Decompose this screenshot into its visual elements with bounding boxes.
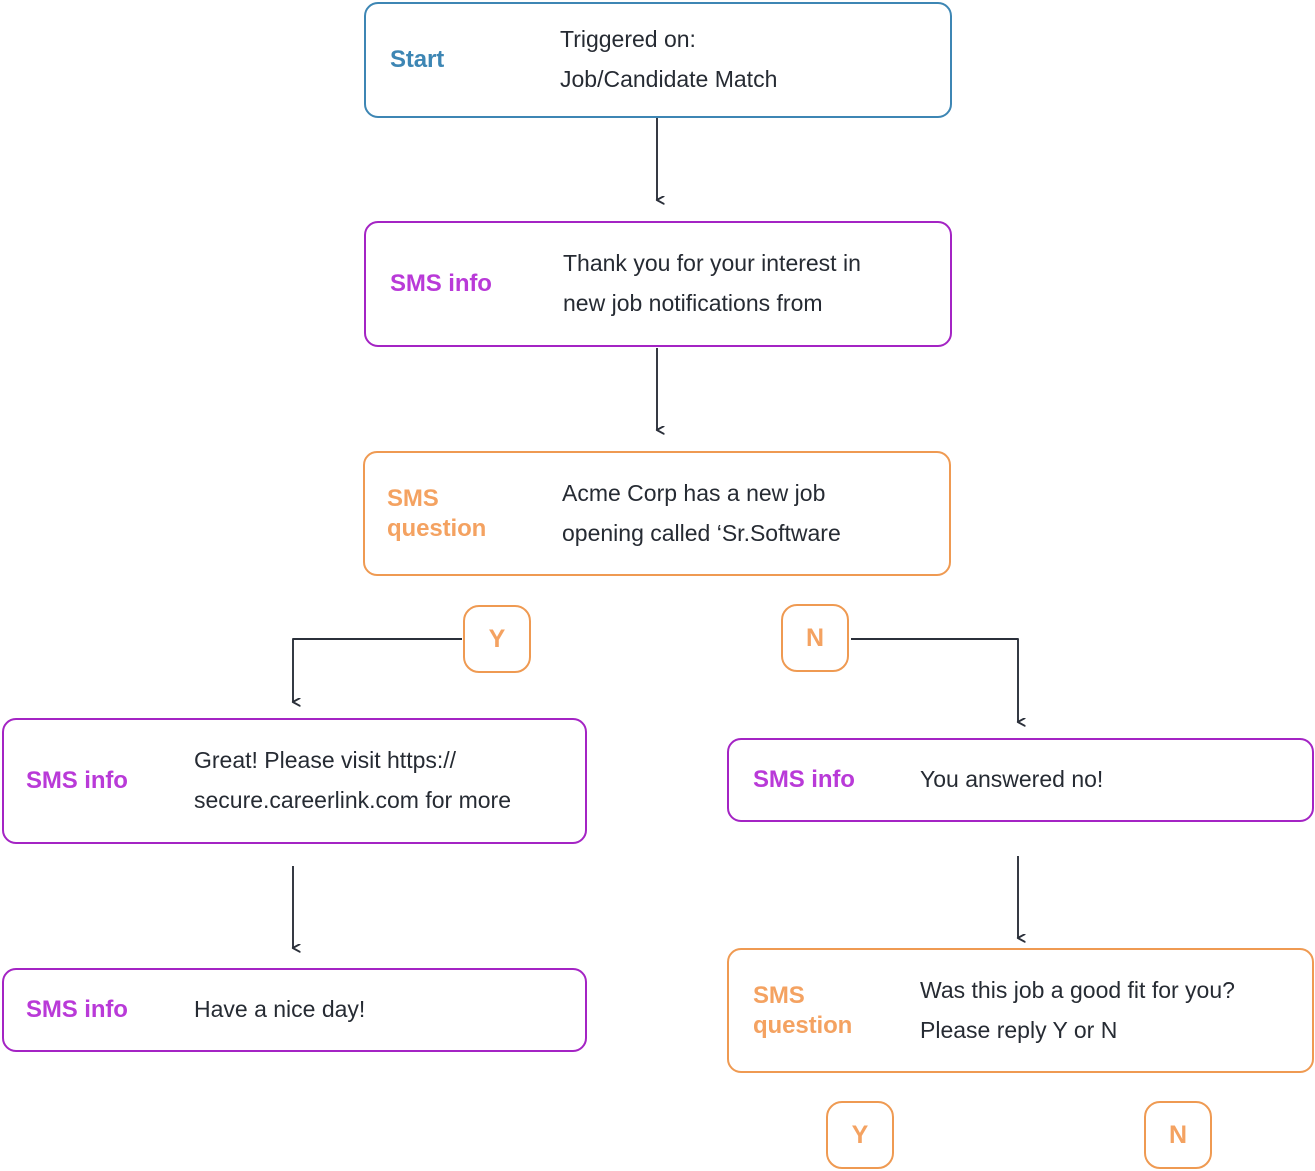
node-sms-info-answered-no-message: You answered no! — [920, 766, 1104, 793]
node-sms-question-job-message: Acme Corp has a new job opening called ‘… — [562, 479, 841, 546]
node-start[interactable]: Start Triggered on: Job/Candidate Match — [364, 2, 952, 118]
node-sms-info-link[interactable]: SMS info Great! Please visit https:// se… — [2, 718, 587, 844]
badge-branch-yes-top[interactable]: Y — [463, 605, 531, 673]
node-sms-info-intro[interactable]: SMS info Thank you for your interest in … — [364, 221, 952, 347]
edge-no-to-info-answered-no — [851, 638, 1018, 722]
node-sms-info-link-tag: SMS info — [26, 767, 128, 795]
badge-branch-no-bottom[interactable]: N — [1144, 1101, 1212, 1169]
node-start-message: Triggered on: Job/Candidate Match — [560, 26, 778, 92]
node-sms-info-answered-no-tag: SMS info — [753, 766, 855, 794]
node-sms-info-intro-message: Thank you for your interest in new job n… — [563, 250, 861, 316]
node-sms-info-nice-day[interactable]: SMS info Have a nice day! — [2, 968, 587, 1052]
node-sms-info-intro-tag: SMS info — [390, 270, 492, 298]
node-sms-info-nice-day-tag: SMS info — [26, 996, 128, 1024]
node-start-tag: Start — [390, 46, 445, 74]
node-sms-question-fit-message: Was this job a good fit for you? Please … — [920, 976, 1235, 1043]
node-sms-info-nice-day-message: Have a nice day! — [194, 996, 366, 1023]
node-sms-question-fit-tag: SMS question — [753, 981, 853, 1039]
node-sms-question-job-tag: SMS question — [387, 484, 487, 542]
badge-branch-yes-bottom[interactable]: Y — [826, 1101, 894, 1169]
node-sms-info-answered-no[interactable]: SMS info You answered no! — [727, 738, 1314, 822]
node-sms-question-job[interactable]: SMS question Acme Corp has a new job ope… — [363, 451, 951, 576]
node-sms-question-fit[interactable]: SMS question Was this job a good fit for… — [727, 948, 1314, 1073]
node-sms-info-link-message: Great! Please visit https:// secure.care… — [194, 747, 511, 813]
edge-yes-to-info-link — [293, 638, 462, 702]
badge-branch-no-top[interactable]: N — [781, 604, 849, 672]
